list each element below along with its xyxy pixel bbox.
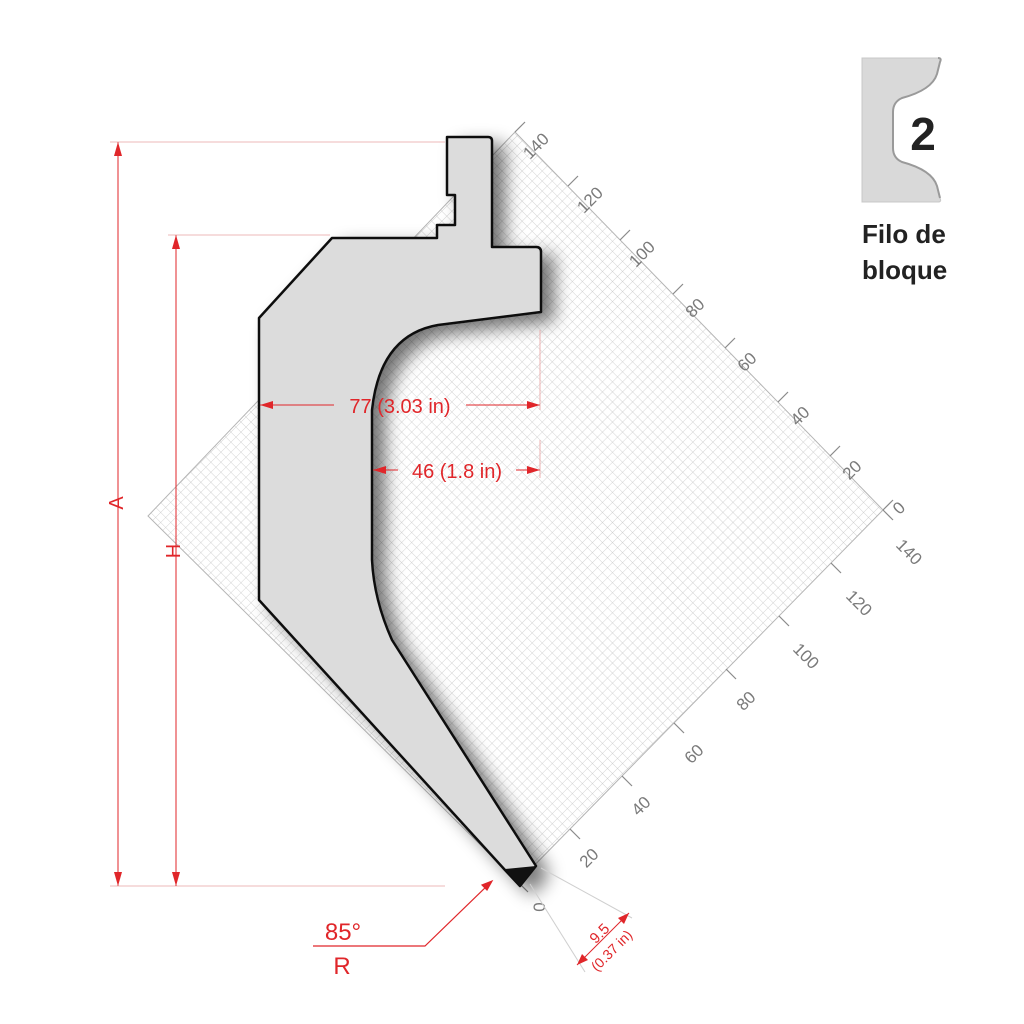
axis-label-bottom-0: 0 (530, 902, 549, 911)
axis-label-bottom-120: 120 (842, 586, 875, 619)
dimension-width-top-label: 77 (3.03 in) (349, 396, 450, 418)
dimension-width-neck (373, 440, 541, 478)
tool-type-badge: 2 Filo de bloque (861, 57, 947, 285)
tool-tip (505, 866, 536, 887)
dimension-A (110, 141, 445, 887)
grid-ticks-right (514, 121, 894, 511)
axis-label-bottom-140: 140 (892, 535, 925, 568)
dimension-A-label: A (106, 496, 128, 510)
angle-leader (313, 879, 494, 947)
dimension-width-neck-label: 46 (1.8 in) (412, 461, 502, 483)
badge-caption-line2: bloque (862, 255, 947, 285)
axis-label-bottom-60: 60 (681, 741, 708, 768)
tip-offset-dimension (529, 867, 633, 973)
badge-caption-line1: Filo de (862, 219, 946, 249)
axis-label-bottom-40: 40 (628, 793, 655, 820)
badge-number: 2 (910, 108, 936, 160)
angle-label: 85° (325, 919, 361, 946)
axis-label-bottom-20: 20 (576, 845, 603, 872)
dimension-H (168, 234, 330, 886)
radius-label: R (333, 953, 350, 980)
axis-label-right-0: 0 (889, 498, 909, 518)
axis-label-bottom-80: 80 (733, 688, 760, 715)
dimension-H-label: H (163, 544, 185, 558)
axis-label-bottom-100: 100 (789, 639, 822, 672)
dimension-width-top (260, 330, 541, 410)
